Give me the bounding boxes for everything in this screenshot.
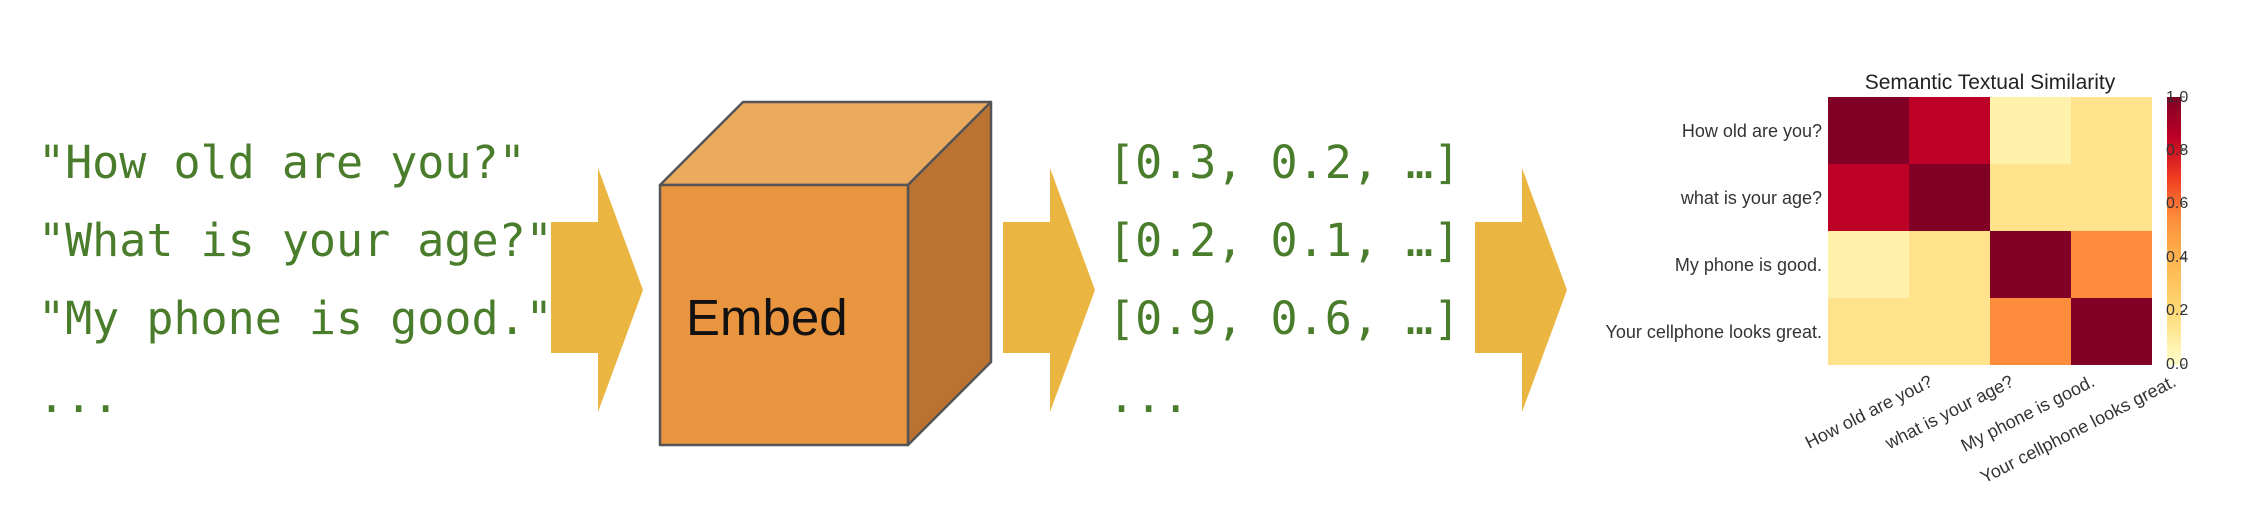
heatmap-cell <box>2071 97 2152 164</box>
heatmap-title: Semantic Textual Similarity <box>1864 71 2116 94</box>
colorbar-tick-label: 0.2 <box>2166 302 2189 319</box>
heatmap-cell <box>1990 298 2071 365</box>
heatmap-row-label: My phone is good. <box>1674 255 1822 275</box>
vector-ellipsis: ... <box>1108 370 1190 423</box>
colorbar-tick-label: 0.8 <box>2166 142 2189 159</box>
heatmap-cell <box>1990 164 2071 231</box>
heatmap-row-label: what is your age? <box>1680 188 1822 208</box>
heatmap-cell <box>1909 298 1990 365</box>
colorbar-tick-label: 0.4 <box>2166 249 2189 266</box>
arrow-right-icon <box>1003 168 1095 412</box>
heatmap-cell <box>1909 97 1990 164</box>
vector-2: [0.2, 0.1, …] <box>1108 214 1461 267</box>
colorbar-tick-label: 1.0 <box>2166 89 2189 106</box>
heatmap-row-label: How old are you? <box>1681 121 1822 141</box>
heatmap-cell <box>1828 164 1909 231</box>
sentence-1: "How old are you?" <box>38 136 526 189</box>
arrow-right-icon <box>1475 168 1567 412</box>
cube-front-face <box>658 183 910 447</box>
heatmap-row-label: Your cellphone looks great. <box>1605 322 1822 342</box>
colorbar-tick-label: 0.6 <box>2166 195 2189 212</box>
arrow-right-icon <box>551 168 643 412</box>
heatmap-cell <box>2071 231 2152 298</box>
embed-cube <box>658 100 993 447</box>
embed-label: Embed <box>686 289 848 346</box>
heatmap-cell <box>1828 298 1909 365</box>
heatmap-cell <box>1828 231 1909 298</box>
heatmap-cell <box>1828 97 1909 164</box>
colorbar <box>2167 97 2181 365</box>
sentence-ellipsis: ... <box>38 370 120 423</box>
heatmap-cell <box>2071 298 2152 365</box>
heatmap-cell <box>1990 231 2071 298</box>
vector-3: [0.9, 0.6, …] <box>1108 292 1461 345</box>
vector-1: [0.3, 0.2, …] <box>1108 136 1461 189</box>
colorbar-tick-label: 0.0 <box>2166 356 2189 373</box>
sentence-3: "My phone is good." <box>38 292 553 345</box>
heatmap-cell <box>1990 97 2071 164</box>
heatmap-cell <box>2071 164 2152 231</box>
heatmap-cell <box>1909 231 1990 298</box>
sentence-2: "What is your age?" <box>38 214 553 267</box>
heatmap-cell <box>1909 164 1990 231</box>
